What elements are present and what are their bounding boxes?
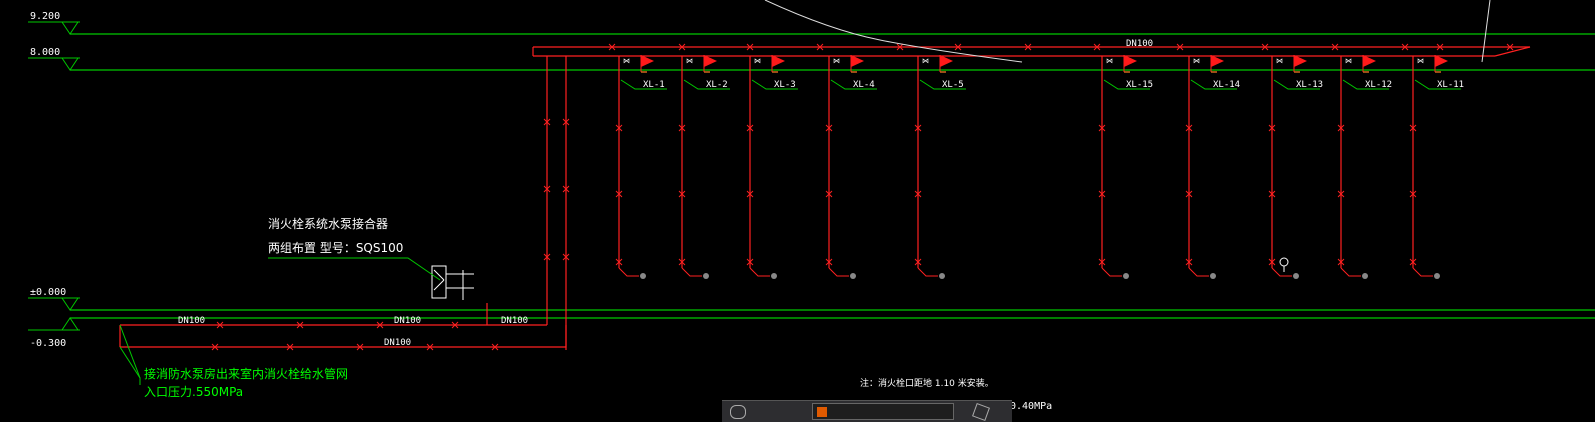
drain-valve-icon: [640, 273, 646, 279]
ground-pipe-label-3: DN100: [501, 316, 528, 326]
drain-valve-icon: [939, 273, 945, 279]
riser-xl-4[interactable]: XL-4 ⋈: [828, 55, 877, 279]
layer-color-swatch: [817, 406, 827, 417]
lower-pipe-label: DN100: [384, 338, 411, 348]
hydrant-flag-icon: [704, 55, 717, 67]
riser-label: XL-11: [1437, 80, 1464, 90]
drain-valve-icon: [850, 273, 856, 279]
infinity-icon[interactable]: [730, 404, 746, 419]
pump-adapter-symbol[interactable]: [431, 265, 474, 300]
ground-pipe-label-2: DN100: [394, 316, 421, 326]
valve-icon: ⋈: [1193, 57, 1200, 65]
riser-xl-12[interactable]: XL-12 ⋈: [1340, 55, 1392, 279]
drain-valve-icon: [1434, 273, 1440, 279]
hydrant-flag-icon: [851, 55, 864, 67]
hydrant-flag-icon: [1363, 55, 1376, 67]
angle-icon[interactable]: [972, 402, 990, 421]
riser-label: XL-1: [643, 80, 665, 90]
reference-curve: [764, 0, 1491, 63]
riser-xl-11[interactable]: XL-11 ⋈: [1412, 55, 1464, 279]
hydrant-flag-icon: [641, 55, 654, 67]
level-label-minus0300: -0.300: [30, 338, 66, 349]
riser-label: XL-4: [853, 80, 875, 90]
drain-valve-icon: [1362, 273, 1368, 279]
valve-icon: ⋈: [1106, 57, 1113, 65]
hydrant-flag-icon: [1124, 55, 1137, 67]
riser-xl-3[interactable]: XL-3 ⋈: [749, 55, 798, 279]
pressure-note: 0.40MPa: [1010, 401, 1052, 412]
install-height-note: 注：消火栓口距地 1.10 米安装。: [860, 377, 994, 389]
riser-label: XL-3: [774, 80, 796, 90]
status-toolbar[interactable]: [722, 400, 1012, 422]
drain-valve-icon: [1123, 273, 1129, 279]
riser-label: XL-15: [1126, 80, 1153, 90]
drain-valve-icon: [771, 273, 777, 279]
level-label-9200: 9.200: [30, 11, 60, 22]
riser-label: XL-5: [942, 80, 964, 90]
source-note-line1: 接消防水泵房出来室内消火栓给水管网: [144, 366, 348, 381]
hydrant-flag-icon: [772, 55, 785, 67]
riser-group: XL-1⋈XL-2⋈XL-3⋈XL-4⋈XL-5⋈XL-15⋈XL-14⋈XL-…: [618, 55, 1464, 279]
top-main-pipe-label: DN100: [1126, 39, 1153, 49]
callout-leaders: [119, 257, 441, 385]
top-main-pipe[interactable]: [532, 46, 1531, 57]
valve-icon: ⋈: [1276, 57, 1283, 65]
valve-icon: ⋈: [922, 57, 929, 65]
riser-label: XL-13: [1296, 80, 1323, 90]
hydrant-flag-icon: [1211, 55, 1224, 67]
riser-label: XL-14: [1213, 80, 1240, 90]
level-markers: [28, 21, 80, 331]
pipe-cross-marks: [211, 43, 1514, 351]
riser-xl-15[interactable]: XL-15 ⋈: [1101, 55, 1153, 279]
vertical-feed-pipes[interactable]: [546, 56, 567, 350]
riser-xl-5[interactable]: XL-5 ⋈: [917, 55, 966, 279]
ground-pipes[interactable]: [119, 303, 567, 348]
valve-icon: ⋈: [1345, 57, 1352, 65]
source-note-line2: 入口压力.550MPa: [144, 385, 243, 399]
pump-adapter-title: 消火栓系统水泵接合器: [268, 216, 388, 231]
valve-icon: ⋈: [686, 57, 693, 65]
ground-pipe-label-1: DN100: [178, 316, 205, 326]
hydrant-flag-icon: [1435, 55, 1448, 67]
valve-icon: ⋈: [754, 57, 761, 65]
riser-xl-1[interactable]: XL-1 ⋈: [618, 55, 667, 279]
riser-xl-14[interactable]: XL-14 ⋈: [1188, 55, 1240, 279]
pressure-gauge-icon: [1279, 257, 1289, 272]
pump-adapter-model: 两组布置 型号：SQS100: [268, 241, 403, 255]
valve-icon: ⋈: [833, 57, 840, 65]
riser-xl-13[interactable]: XL-13 ⋈: [1271, 55, 1323, 279]
hydrant-flag-icon: [1294, 55, 1307, 67]
valve-icon: ⋈: [1417, 57, 1424, 65]
level-label-8000: 8.000: [30, 47, 60, 58]
level-label-0000: ±0.000: [30, 287, 66, 298]
drain-valve-icon: [1293, 273, 1299, 279]
layer-dropdown[interactable]: [812, 403, 954, 420]
drain-valve-icon: [1210, 273, 1216, 279]
drain-valve-icon: [703, 273, 709, 279]
riser-label: XL-2: [706, 80, 728, 90]
valve-icon: ⋈: [623, 57, 630, 65]
riser-xl-2[interactable]: XL-2 ⋈: [681, 55, 730, 279]
riser-label: XL-12: [1365, 80, 1392, 90]
hydrant-flag-icon: [940, 55, 953, 67]
